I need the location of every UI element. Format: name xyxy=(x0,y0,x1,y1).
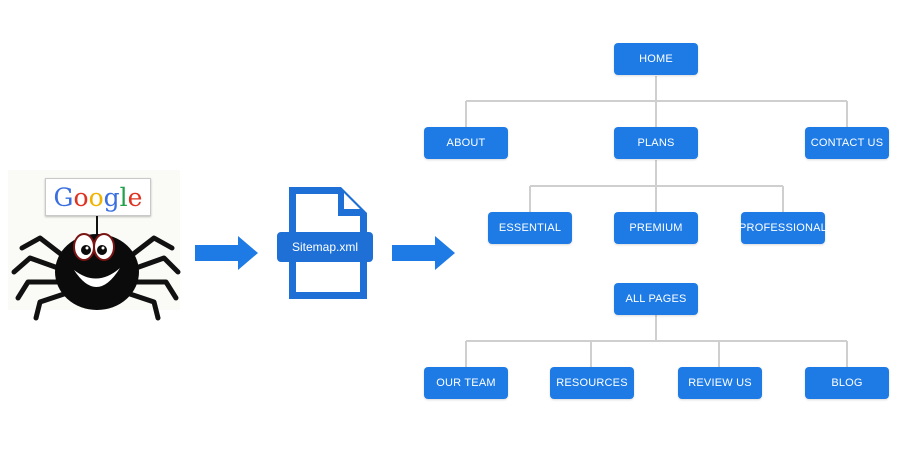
google-logo-letter: o xyxy=(73,182,89,212)
google-logo-letter: l xyxy=(119,182,128,212)
node-blog[interactable]: BLOG xyxy=(805,367,889,399)
node-home[interactable]: HOME xyxy=(614,43,698,75)
google-logo: Google xyxy=(54,185,143,210)
sitemap-file-label: Sitemap.xml xyxy=(277,232,373,262)
node-review-us[interactable]: REVIEW US xyxy=(678,367,762,399)
node-about[interactable]: ABOUT xyxy=(424,127,508,159)
google-logo-letter: e xyxy=(127,182,143,212)
node-essential[interactable]: ESSENTIAL xyxy=(488,212,572,244)
node-contact-us[interactable]: CONTACT US xyxy=(805,127,889,159)
node-premium[interactable]: PREMIUM xyxy=(614,212,698,244)
node-our-team[interactable]: OUR TEAM xyxy=(424,367,508,399)
google-logo-letter: g xyxy=(103,182,120,212)
google-logo-letter: G xyxy=(53,182,74,212)
node-professional[interactable]: PROFESSIONAL xyxy=(739,212,827,244)
google-logo-box: Google xyxy=(45,178,151,216)
arrow-right-icon xyxy=(195,236,258,270)
node-resources[interactable]: RESOURCES xyxy=(550,367,634,399)
node-all-pages[interactable]: ALL PAGES xyxy=(614,283,698,315)
node-plans[interactable]: PLANS xyxy=(614,127,698,159)
arrow-right-icon xyxy=(392,236,455,270)
google-logo-letter: o xyxy=(88,182,104,212)
